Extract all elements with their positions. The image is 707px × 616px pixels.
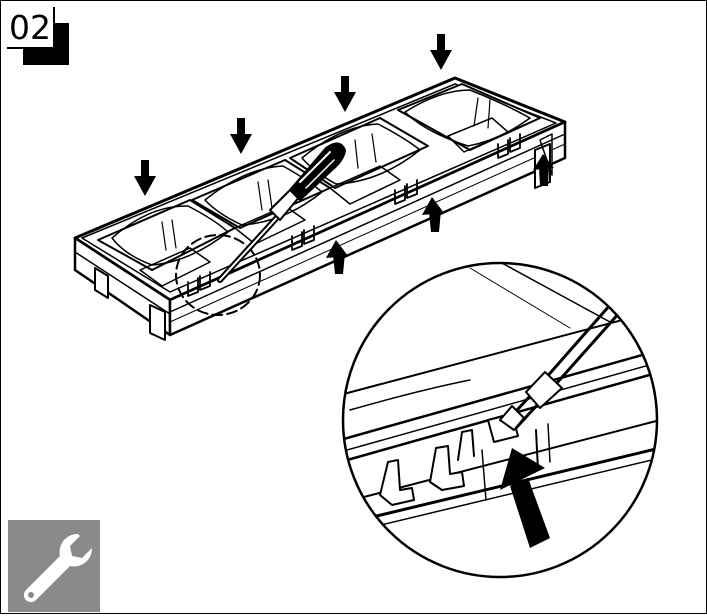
arrow-up-icon	[500, 448, 550, 548]
screwdriver	[217, 142, 346, 283]
wrench-icon	[23, 533, 93, 603]
arrow-down-icon	[430, 34, 452, 70]
press-arrows	[134, 34, 554, 274]
arrow-down-icon	[334, 76, 356, 112]
arrow-up-icon	[422, 197, 444, 232]
arrow-down-icon	[134, 160, 156, 196]
tool-panel	[8, 520, 100, 612]
step-number: 02	[7, 7, 55, 49]
pot-well-4	[397, 83, 541, 153]
planter-tray	[73, 76, 567, 341]
step-badge: 02	[7, 7, 69, 65]
clip-row	[187, 133, 521, 297]
detail-marker-circle	[175, 234, 261, 316]
arrow-up-icon	[326, 240, 348, 274]
arrow-up-icon	[533, 154, 554, 186]
zoom-detail	[341, 261, 659, 579]
arrow-down-icon	[230, 118, 252, 154]
